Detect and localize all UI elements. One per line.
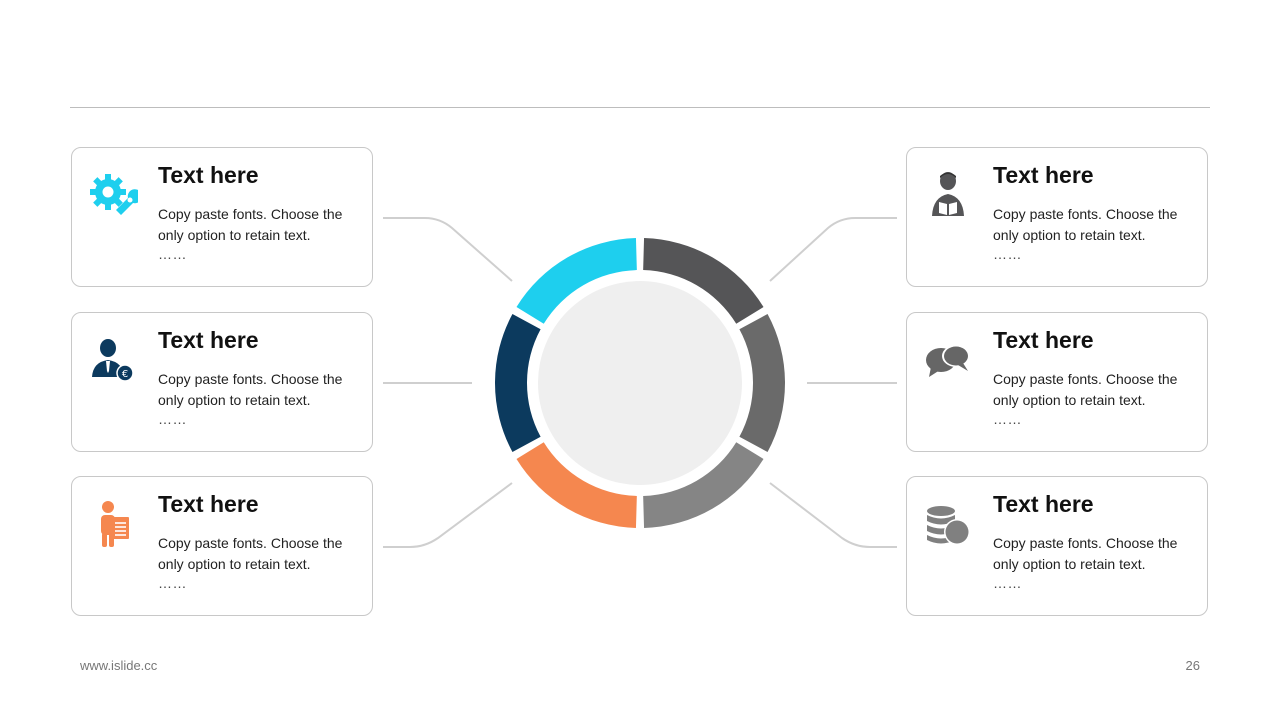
connector-bottom-right [769,482,897,548]
gear-wrench-icon [88,170,138,220]
card-title: Text here [993,162,1094,188]
card-body: Copy paste fonts. Choose the only option… [993,535,1178,572]
card-bottom-left: Text here Copy paste fonts. Choose the o… [71,476,373,616]
card-ellipsis: …… [993,575,1022,591]
connector-bottom-left [383,482,513,548]
card-title: Text here [993,491,1094,517]
card-ellipsis: …… [158,575,187,591]
person-reading-icon [923,170,973,220]
svg-text:€: € [122,369,128,380]
card-middle-left: € Text here Copy paste fonts. Choose the… [71,312,373,452]
businessman-euro-icon: € [88,335,138,385]
ring-chart [494,238,785,528]
chat-bubbles-icon [923,335,973,385]
card-body: Copy paste fonts. Choose the only option… [158,206,343,243]
card-bottom-right: Text here Copy paste fonts. Choose the o… [906,476,1208,616]
footer-url: www.islide.cc [80,658,158,673]
ring-segment-top-left [516,238,637,324]
card-ellipsis: …… [993,411,1022,427]
card-ellipsis: …… [993,246,1022,262]
card-top-right: Text here Copy paste fonts. Choose the o… [906,147,1208,287]
page-number: 26 [1185,658,1200,673]
card-title: Text here [993,327,1094,353]
card-body: Copy paste fonts. Choose the only option… [993,371,1178,408]
ring-segment-bottom-right [643,442,764,528]
card-middle-right: Text here Copy paste fonts. Choose the o… [906,312,1208,452]
card-ellipsis: …… [158,246,187,262]
connector-top-right [769,217,897,282]
ring-segment-bottom-left [516,442,637,528]
ring-segment-top-right [643,238,764,324]
card-title: Text here [158,162,259,188]
card-title: Text here [158,327,259,353]
ring-segment-left [494,314,541,452]
person-document-icon [88,499,138,549]
ring-segment-right [739,314,785,452]
card-body: Copy paste fonts. Choose the only option… [158,371,343,408]
card-ellipsis: …… [158,411,187,427]
card-body: Copy paste fonts. Choose the only option… [158,535,343,572]
center-circle [538,281,742,485]
connector-top-left [383,217,513,282]
top-divider [70,107,1210,108]
card-top-left: Text here Copy paste fonts. Choose the o… [71,147,373,287]
card-title: Text here [158,491,259,517]
coins-icon [923,499,973,549]
card-body: Copy paste fonts. Choose the only option… [993,206,1178,243]
